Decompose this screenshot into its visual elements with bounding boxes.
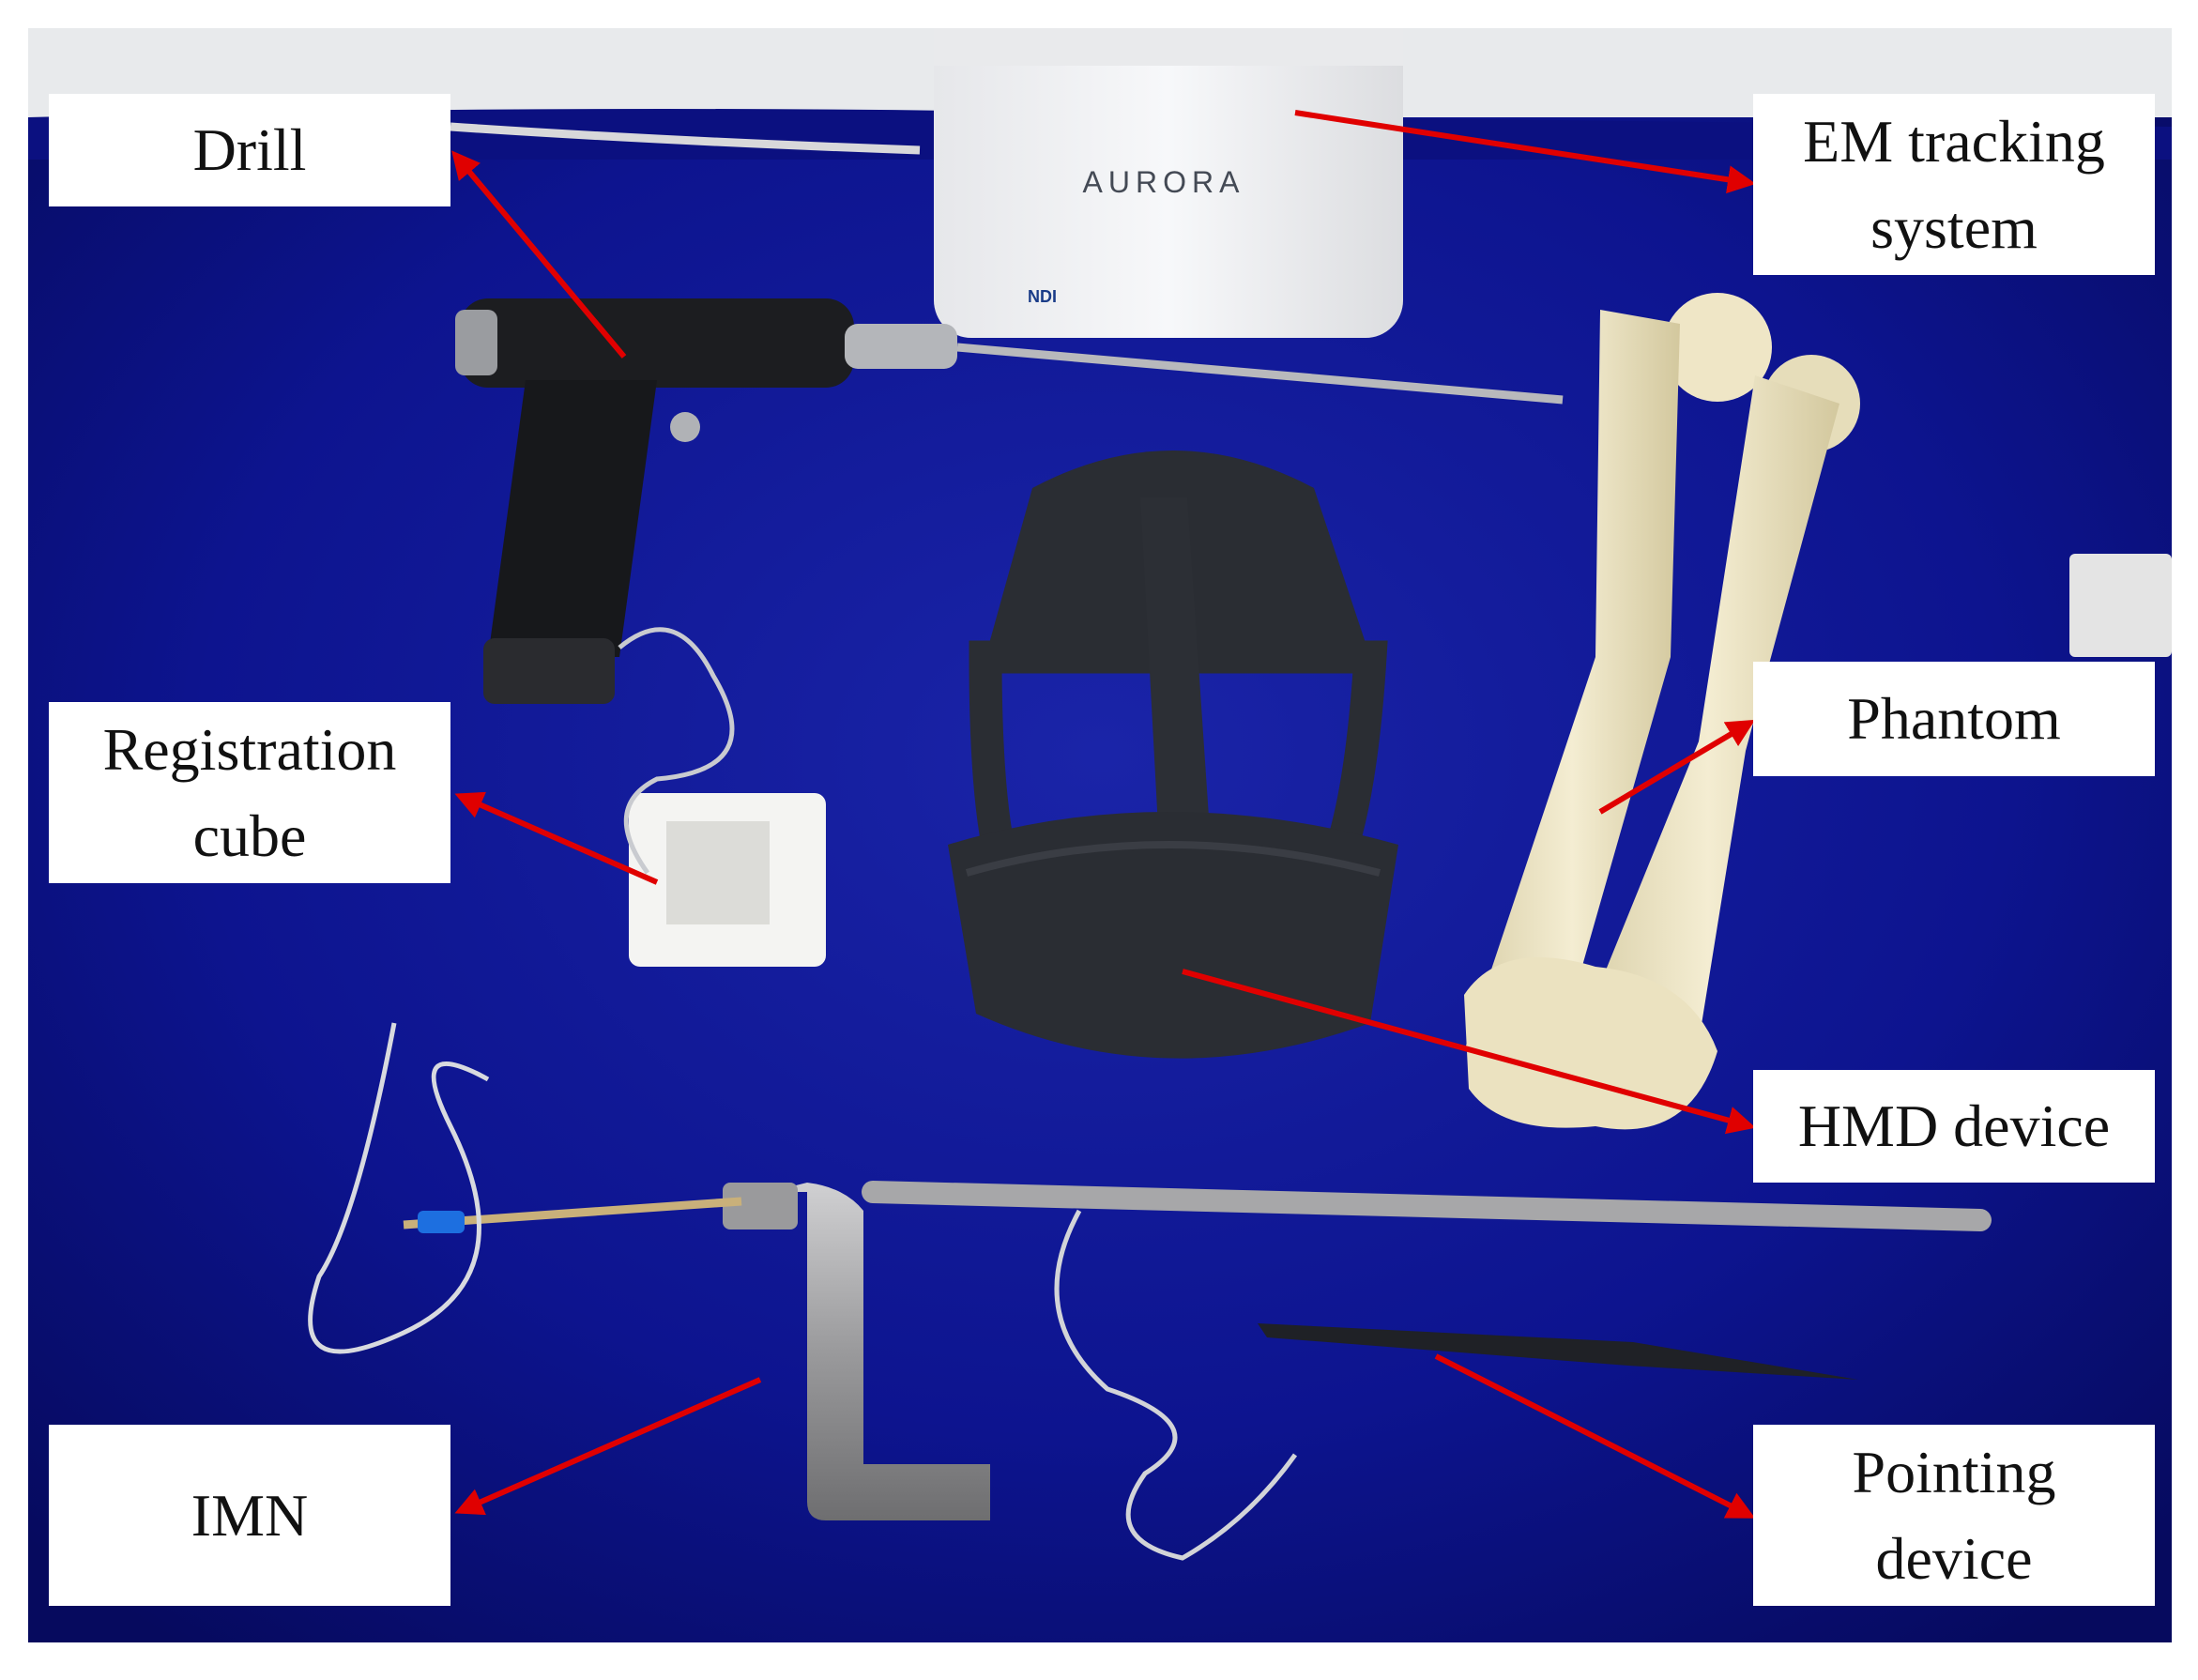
cable-background xyxy=(450,122,921,155)
label-registration-cube-line2: cube xyxy=(192,802,307,869)
annotation-arrows xyxy=(451,110,1756,1519)
label-em-tracking-line2: system xyxy=(1870,193,2038,261)
imn-instrument xyxy=(308,1022,1992,1520)
label-registration-cube: Registration cube xyxy=(49,702,450,883)
label-em-tracking: EM tracking system xyxy=(1753,94,2155,275)
arrow-pointing-device xyxy=(1434,1353,1756,1519)
aurora-logo: AURORA xyxy=(1083,165,1245,199)
arrow-registration-cube xyxy=(454,791,659,885)
arrow-drill xyxy=(451,150,627,359)
label-pointing-device: Pointing device xyxy=(1753,1425,2155,1606)
label-pointing-device-line2: device xyxy=(1875,1524,2033,1592)
label-imn-line1: IMN xyxy=(191,1481,309,1549)
label-em-tracking-line1: EM tracking xyxy=(1803,107,2105,175)
ndi-logo: NDI xyxy=(1028,287,1057,306)
arrow-imn xyxy=(454,1377,762,1516)
label-phantom-line1: Phantom xyxy=(1847,685,2061,752)
em-tracking-device: AURORA NDI xyxy=(934,28,1403,338)
arrow-hmd xyxy=(1182,969,1756,1135)
label-drill: Drill xyxy=(49,94,450,206)
label-drill-line1: Drill xyxy=(192,116,307,183)
arrow-phantom xyxy=(1598,719,1756,815)
label-phantom: Phantom xyxy=(1753,662,2155,776)
label-pointing-device-line1: Pointing xyxy=(1852,1438,2056,1505)
wall-socket xyxy=(2069,554,2172,657)
registration-cube xyxy=(618,627,826,967)
phantom-bones xyxy=(1464,293,1860,1130)
pointing-device xyxy=(1054,1209,1858,1561)
label-registration-cube-line1: Registration xyxy=(102,715,397,783)
drill xyxy=(455,298,1564,704)
label-hmd-device-line1: HMD device xyxy=(1797,1092,2111,1159)
label-imn: IMN xyxy=(49,1425,450,1606)
label-hmd-device: HMD device xyxy=(1753,1070,2155,1183)
arrow-em-tracking xyxy=(1294,110,1756,194)
